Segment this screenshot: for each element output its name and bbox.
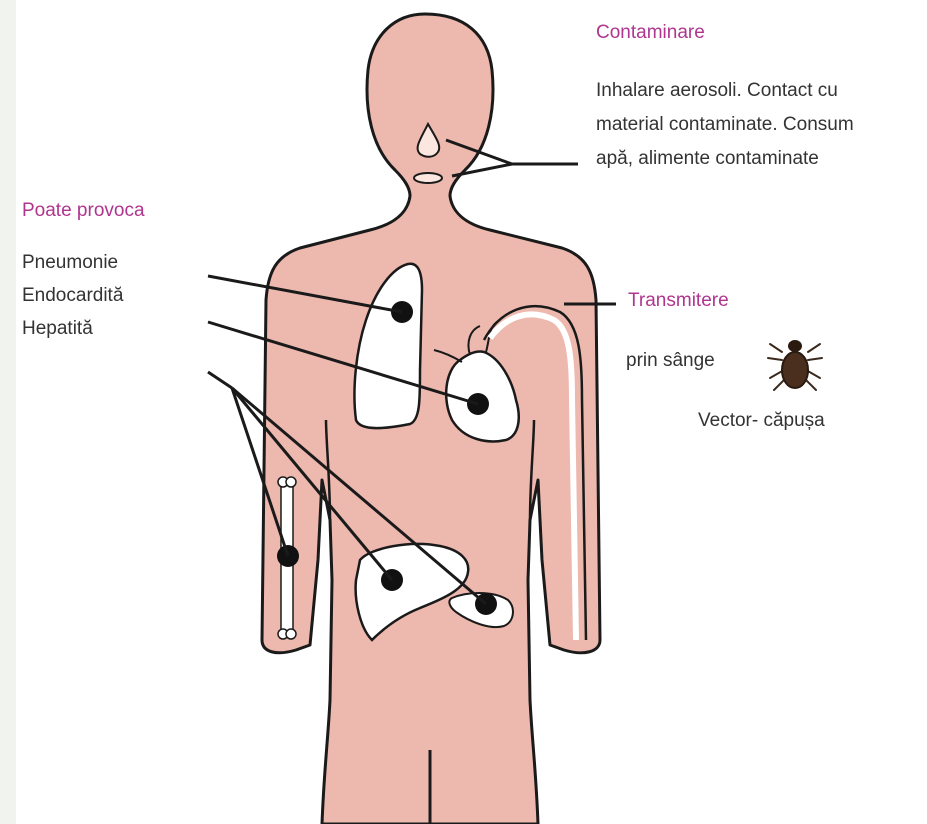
conditions-heading: Poate provoca	[22, 200, 145, 222]
left-edge-strip	[0, 0, 16, 824]
leader-line-stem	[208, 372, 232, 388]
conditions-list: Pneumonie Endocardită Hepatită	[22, 246, 123, 345]
tick-icon	[768, 341, 822, 390]
condition-item-hepatitis: Hepatită	[22, 312, 123, 345]
transmission-vector: Vector- căpușa	[698, 404, 825, 437]
condition-item-pneumonia: Pneumonie	[22, 246, 123, 279]
condition-item-endocarditis: Endocardită	[22, 279, 123, 312]
contamination-line: Inhalare aerosoli. Contact cu	[596, 74, 854, 108]
contamination-description: Inhalare aerosoli. Contact cu material c…	[596, 74, 854, 176]
transmission-route: prin sânge	[626, 344, 715, 377]
contamination-line: material contaminate. Consum	[596, 108, 854, 142]
transmission-heading: Transmitere	[628, 290, 729, 312]
contamination-heading: Contaminare	[596, 22, 705, 44]
mouth-outline	[414, 173, 442, 183]
contamination-line: apă, alimente contaminate	[596, 142, 854, 176]
